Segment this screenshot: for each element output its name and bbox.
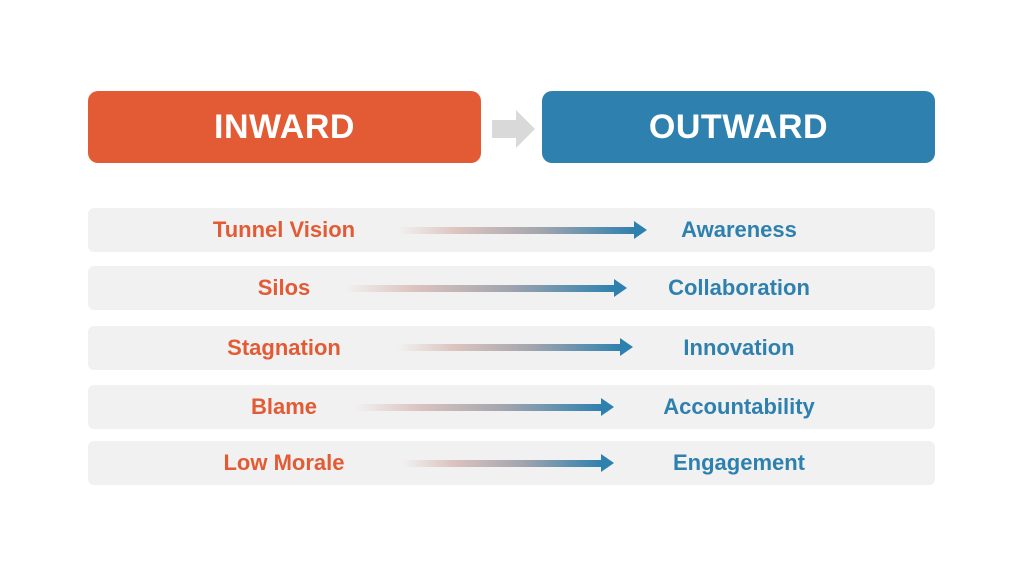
right-arrow-icon: [492, 110, 535, 148]
transition-row: Tunnel Vision Awareness: [88, 208, 935, 252]
outward-trait: Collaboration: [668, 275, 810, 300]
outward-title: OUTWARD: [648, 107, 829, 146]
inward-trait: Stagnation: [227, 335, 341, 360]
transition-row: Silos Collaboration: [88, 266, 935, 310]
gradient-arrow-icon: [398, 338, 633, 356]
outward-trait: Awareness: [681, 217, 797, 242]
inward-header: INWARD: [88, 91, 481, 163]
inward-trait: Silos: [257, 275, 311, 300]
transition-row: Blame Accountability: [88, 385, 935, 429]
gradient-arrow-icon: [356, 398, 614, 416]
inward-trait: Tunnel Vision: [212, 217, 356, 242]
inward-trait: Low Morale: [223, 450, 345, 475]
inward-trait: Blame: [250, 394, 318, 419]
transition-row: Low Morale Engagement: [88, 441, 935, 485]
outward-trait: Accountability: [663, 394, 815, 419]
outward-header: OUTWARD: [542, 91, 935, 163]
gradient-arrow-icon: [402, 454, 614, 472]
outward-trait: Engagement: [672, 450, 806, 475]
transition-row: Stagnation Innovation: [88, 326, 935, 370]
gradient-arrow-icon: [345, 279, 627, 297]
outward-trait: Innovation: [683, 335, 795, 360]
gradient-arrow-icon: [398, 221, 647, 239]
inward-title: INWARD: [214, 107, 355, 146]
